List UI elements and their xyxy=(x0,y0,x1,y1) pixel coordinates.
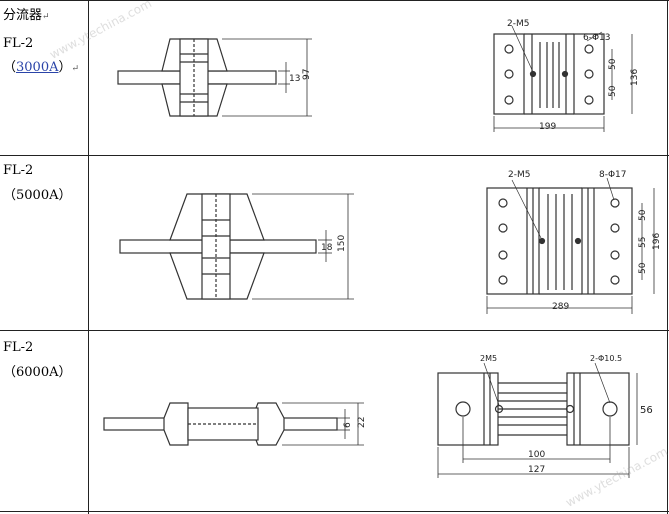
dim-text: 22 xyxy=(357,417,367,428)
dim-text: 136 xyxy=(630,69,640,86)
paren-close: ） xyxy=(58,188,72,203)
row3-front-view xyxy=(437,362,638,478)
dim-text: 127 xyxy=(528,465,545,475)
paragraph-mark: ↵ xyxy=(71,64,80,74)
dim-text: 13 xyxy=(289,74,300,84)
dim-text: 50 xyxy=(638,262,648,274)
dim-text: 56 xyxy=(640,405,653,416)
dim-text: 100 xyxy=(528,450,545,460)
callout-text: 6-Φ13 xyxy=(583,33,611,43)
row2-current-text: 5000A xyxy=(16,188,59,203)
row2-current: （5000A） xyxy=(3,188,72,204)
row3-drawing: 6 22 2M5 2-Φ10.5 56 100 127 xyxy=(103,354,653,478)
row-divider xyxy=(0,155,669,156)
dim-text: 150 xyxy=(337,235,347,252)
row-divider xyxy=(0,330,669,331)
row1-current: （3000A）↵ xyxy=(3,60,79,77)
dim-text: 50 xyxy=(608,85,618,97)
table-border-top xyxy=(0,0,669,1)
dim-text: 50 xyxy=(638,209,648,221)
paren-close: ） xyxy=(58,60,72,75)
paren-open: （ xyxy=(3,365,17,380)
dim-text: 50 xyxy=(608,58,618,70)
callout-text: 2-M5 xyxy=(508,170,530,180)
dim-text: 199 xyxy=(539,122,556,132)
dim-text: 289 xyxy=(552,302,569,312)
row3-side-view xyxy=(103,402,364,446)
callout-text: 8-Φ17 xyxy=(599,170,627,180)
row1-side-view xyxy=(117,38,312,117)
row2-drawing: 18 150 2-M5 8-Φ17 50 55 50 196 289 xyxy=(119,170,662,314)
row2-front-view xyxy=(486,177,655,314)
row1-model: FL-2 xyxy=(3,36,34,51)
row1-front-view xyxy=(493,25,633,132)
paren-open: （ xyxy=(3,60,17,75)
row2-model: FL-2 xyxy=(3,163,34,178)
dim-text: 196 xyxy=(652,233,662,250)
table-border-right xyxy=(667,0,668,514)
row3-model: FL-2 xyxy=(3,340,34,355)
row3-current: （6000A） xyxy=(3,365,72,381)
paragraph-mark: ↵ xyxy=(42,12,50,22)
paren-close: ） xyxy=(58,365,72,380)
dim-text: 6 xyxy=(343,422,353,428)
row3-current-text: 6000A xyxy=(16,365,59,380)
callout-text: 2-Φ10.5 xyxy=(590,354,622,363)
row2-side-view xyxy=(119,193,354,300)
table-border-bottom xyxy=(0,511,669,512)
row1-current-link[interactable]: 3000A xyxy=(16,60,59,75)
column-divider xyxy=(88,0,89,514)
paren-open: （ xyxy=(3,188,17,203)
header-label: 分流器↵ xyxy=(3,8,50,25)
dim-text: 97 xyxy=(302,69,312,80)
row1-drawing: 13 97 2-M5 6-Φ13 50 50 136 199 xyxy=(117,19,640,132)
dim-text: 18 xyxy=(321,243,333,253)
dim-text: 55 xyxy=(638,237,648,248)
header-label-text: 分流器 xyxy=(3,8,43,23)
callout-text: 2-M5 xyxy=(507,19,529,29)
callout-text: 2M5 xyxy=(480,354,497,363)
